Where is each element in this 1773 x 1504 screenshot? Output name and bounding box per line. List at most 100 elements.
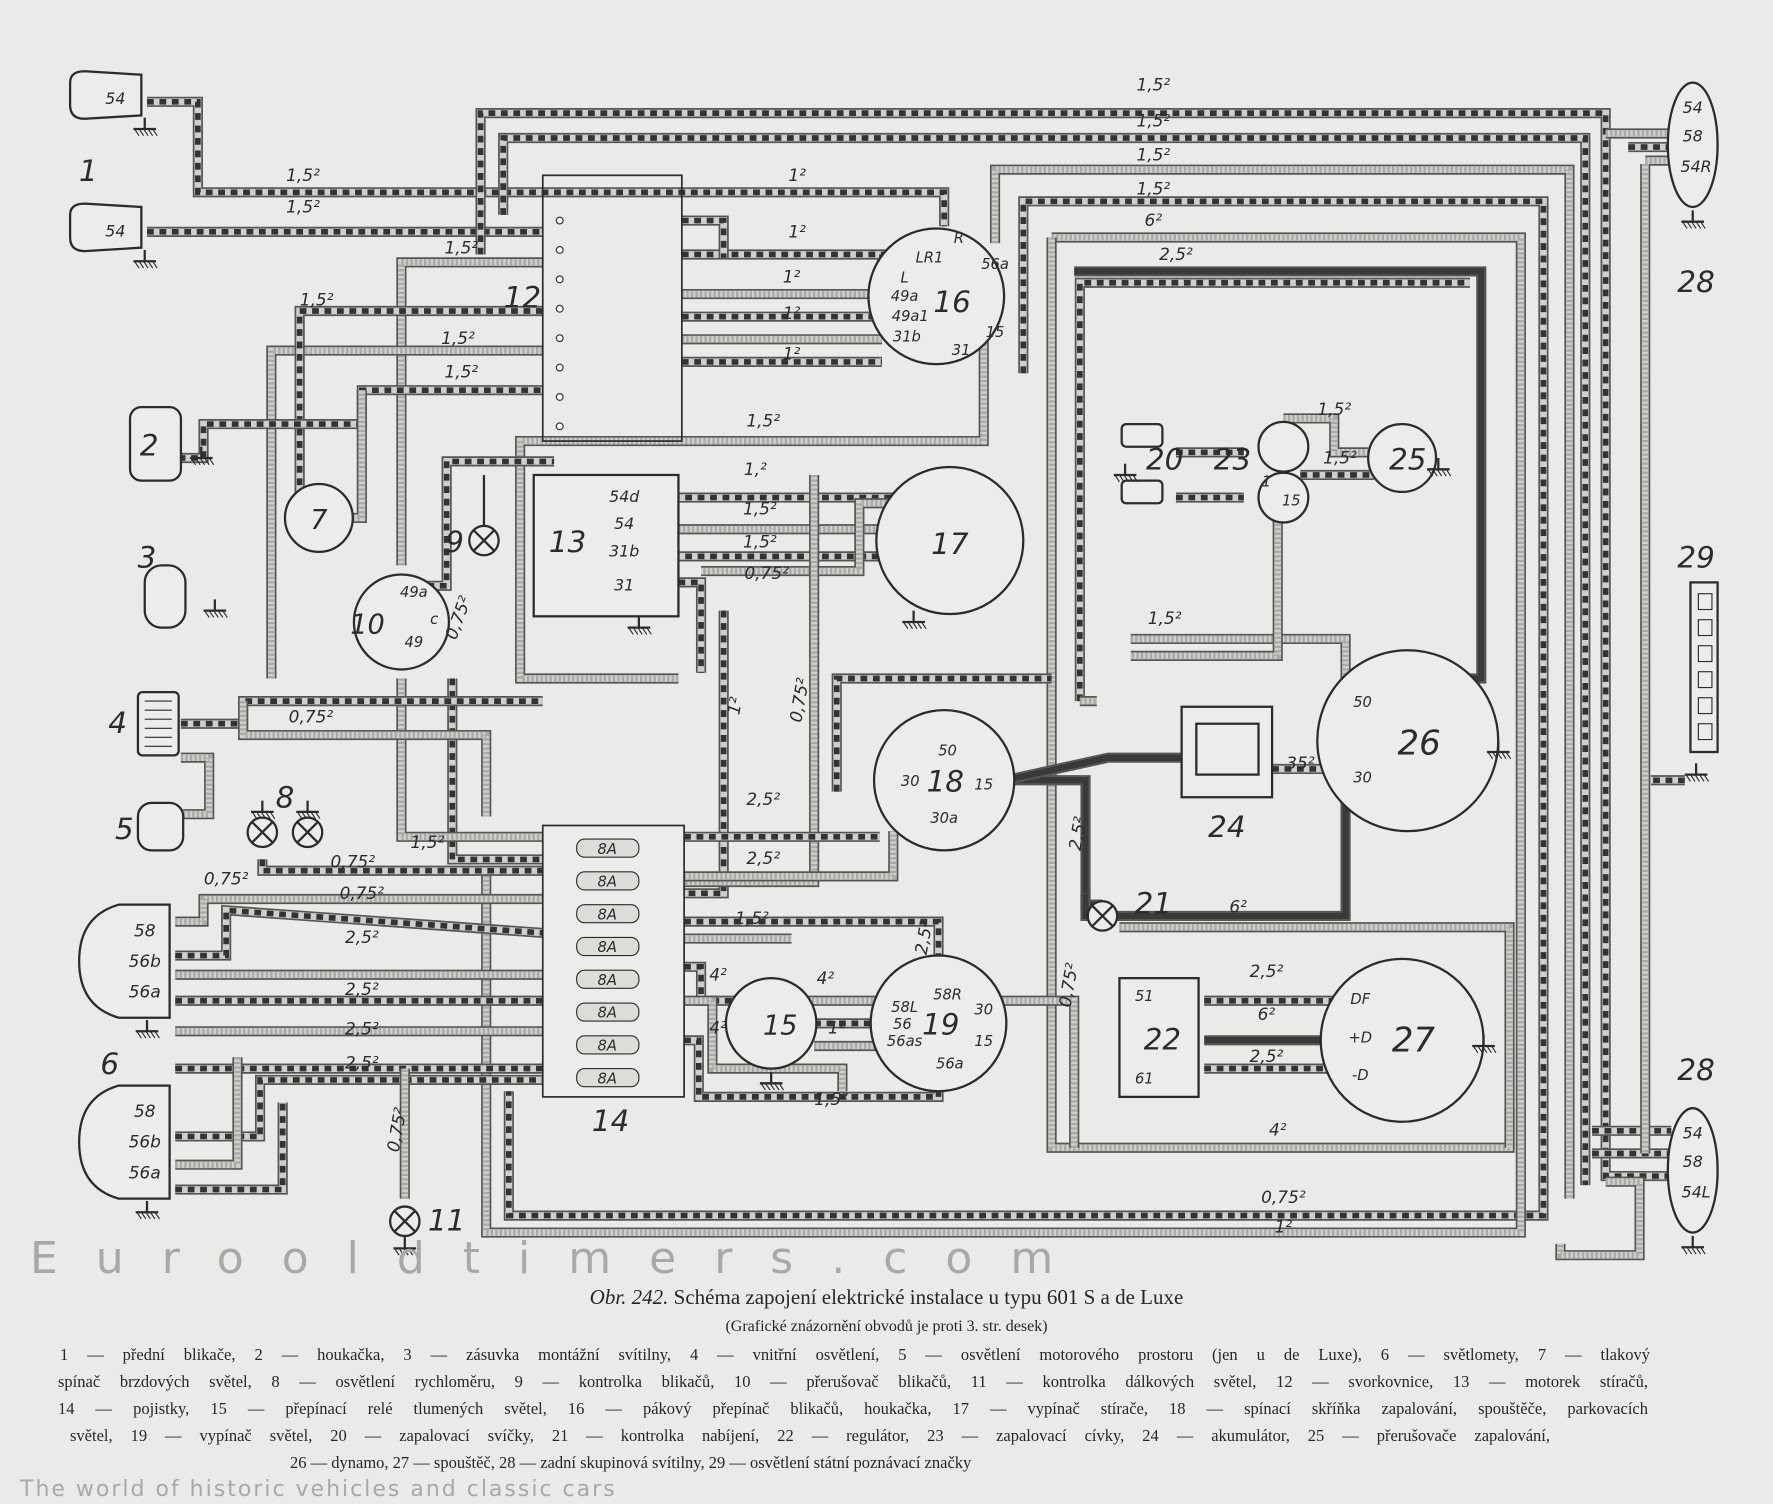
ground-hatch — [1490, 1045, 1497, 1054]
wire-pattern — [398, 678, 543, 841]
wire-gauge-label: 1,5² — [286, 197, 320, 217]
ground-hatch — [1694, 774, 1700, 782]
wire — [498, 132, 1591, 1186]
wire-gauge-label: 1,5² — [746, 410, 780, 430]
dip-relay — [724, 977, 818, 1070]
component-number: 18 — [927, 765, 964, 799]
lamp-cross — [1091, 904, 1114, 927]
wire-gauge-label: 1,5² — [743, 531, 777, 551]
wire-outline — [1080, 778, 1351, 922]
component-number: 11 — [428, 1203, 465, 1237]
terminal-label: 15 — [1282, 492, 1301, 509]
wire — [175, 1102, 288, 1195]
terminal-label: 1 — [1262, 473, 1271, 490]
terminal-label: 49 — [404, 634, 423, 651]
terminal-label: 50 — [938, 742, 957, 759]
wire-gauge-label: 1² — [1275, 1217, 1293, 1237]
terminal-post — [555, 275, 564, 284]
component-number: 19 — [922, 1008, 959, 1042]
fuse-rating: 8A — [598, 874, 617, 891]
terminal-label: 56b — [129, 1132, 161, 1152]
blinker-lamp — [68, 70, 143, 120]
ground-hatch — [147, 128, 154, 137]
terminal-label: 49a1 — [892, 308, 929, 325]
ground-hatch — [190, 457, 197, 466]
spark-plug — [1120, 422, 1164, 448]
ground-hatch — [152, 260, 158, 269]
fuse-rating: 8A — [598, 1005, 617, 1022]
lamp-cross — [296, 821, 319, 844]
ground-icon — [1113, 463, 1138, 483]
terminal-label: 15 — [986, 324, 1005, 341]
wire-outline — [175, 1102, 288, 1195]
plate-bulb — [1697, 723, 1713, 741]
ground-icon — [135, 1200, 160, 1220]
headlight — [78, 903, 171, 1019]
ground-hatch — [407, 1248, 414, 1256]
wire-outline — [294, 305, 543, 498]
ground-icon — [133, 117, 158, 137]
wire-pattern — [1130, 635, 1349, 707]
wire-gauge-label: 1,5² — [444, 237, 478, 257]
ground-hatch — [1700, 1246, 1706, 1255]
wire — [1130, 633, 1351, 707]
terminal-label: 56a — [129, 981, 161, 1001]
component-number: 9 — [445, 525, 464, 559]
wire — [180, 696, 543, 729]
terminal-label: 58 — [134, 1101, 156, 1121]
ground-hatch — [1481, 1045, 1488, 1054]
wire-core — [678, 578, 705, 673]
terminal-post — [555, 363, 564, 372]
wire — [1119, 922, 1515, 1148]
ground-hatch — [1682, 221, 1688, 229]
wire-gauge-label: 0,75² — [289, 707, 334, 727]
ground-hatch — [154, 1030, 160, 1039]
terminal-label: 31b — [893, 329, 921, 346]
ground-icon — [1426, 458, 1452, 477]
fuse — [576, 1002, 640, 1022]
ground-hatch — [204, 610, 210, 618]
component-number: 16 — [933, 285, 970, 319]
wire-pattern — [1557, 1178, 1643, 1259]
ground-hatch — [1686, 221, 1693, 229]
terminal-label: L — [900, 270, 908, 287]
wire — [175, 893, 543, 927]
wire-gauge-label: 4² — [817, 968, 835, 988]
plate-bulb — [1697, 645, 1713, 663]
terminal-label: 30 — [1353, 770, 1372, 787]
wire-gauge-label: 1,5² — [1323, 448, 1357, 468]
wire — [1080, 778, 1351, 922]
ground-hatch — [403, 1248, 409, 1256]
terminal-label: 54 — [105, 89, 125, 108]
wire-gauge-label: 1,5² — [444, 362, 478, 382]
ground-hatch — [641, 627, 648, 635]
terminal-post — [555, 304, 564, 313]
terminal-label: 31 — [952, 342, 971, 359]
component-number: 23 — [1214, 442, 1251, 476]
ground-icon — [135, 1019, 160, 1039]
ground-hatch — [1699, 774, 1705, 782]
wire-pattern — [681, 217, 727, 258]
wire-pattern — [296, 308, 543, 498]
wire-pattern — [684, 474, 818, 886]
wire-pattern — [1077, 279, 1470, 702]
ground-icon — [759, 1071, 785, 1091]
socket — [143, 564, 187, 629]
component-number: 12 — [504, 281, 541, 315]
components-layer: 5454123455856b56a5856b56a67891049a49c111… — [68, 70, 1719, 1256]
ground-hatch — [138, 128, 145, 137]
ground-hatch — [265, 811, 271, 820]
terminal-label: LR1 — [916, 249, 944, 266]
ground-icon — [1681, 210, 1706, 229]
wire-gauge-label: 0,75² — [1261, 1187, 1306, 1207]
wire-pattern — [1283, 415, 1369, 456]
ground-hatch — [1496, 751, 1503, 760]
wire-gauge-label: 0,75² — [340, 883, 385, 903]
plate-light — [1689, 581, 1719, 754]
wire — [678, 577, 707, 673]
wire-pattern — [482, 234, 1525, 1236]
ground-hatch — [136, 1211, 142, 1220]
wire-gauge-label: 1,5² — [300, 289, 334, 309]
wire-pattern — [175, 1102, 286, 1193]
